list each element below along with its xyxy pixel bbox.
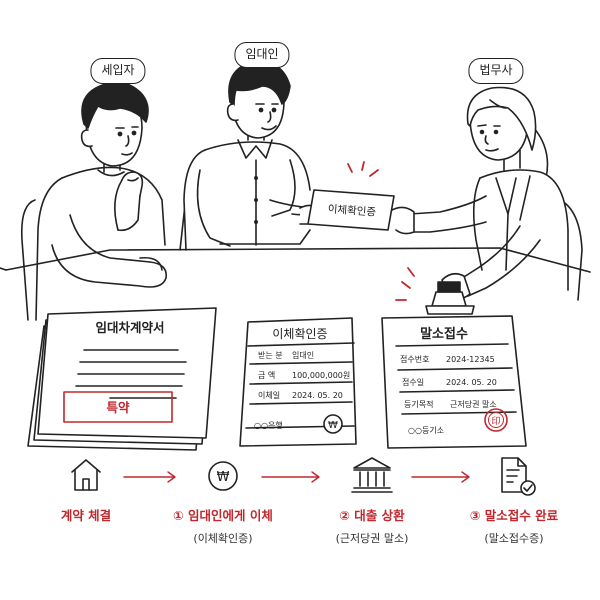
step-transfer: ① 임대인에게 이체 (이체확인증)	[173, 505, 273, 546]
step-label: 계약 체결	[60, 508, 112, 523]
transfer-row-label: 받는 분	[258, 350, 283, 360]
bank-name: ○○은행	[254, 420, 283, 430]
lawyer-figure	[391, 86, 583, 301]
special-clause-box	[63, 391, 173, 423]
house-icon	[71, 459, 101, 491]
cancel-row-value: 근저당권 말소	[450, 399, 497, 409]
won-seal-symbol: ₩	[328, 420, 338, 431]
won-symbol: ₩	[217, 470, 230, 485]
role-label-tenant: 세입자	[90, 58, 146, 84]
transfer-row-value: 임대인	[292, 350, 314, 360]
transfer-row-label: 금 액	[258, 370, 275, 380]
tenant-figure	[20, 81, 167, 321]
landlord-figure	[179, 60, 324, 251]
step-label: ③ 말소접수 완료	[469, 508, 559, 523]
role-label-lawyer: 법무사	[468, 58, 524, 84]
special-clause-label: 특약	[106, 400, 130, 415]
step-loan-repayment: ② 대출 상환 (근저당권 말소)	[336, 505, 409, 546]
handoff-document	[307, 189, 395, 231]
role-label-landlord: 임대인	[234, 42, 290, 68]
step-arrows	[123, 471, 470, 483]
cancel-title: 말소접수	[420, 326, 468, 342]
step-sublabel: (근저당권 말소)	[335, 532, 409, 545]
step-label: ② 대출 상환	[339, 508, 405, 523]
step-contract: 계약 체결	[61, 505, 111, 524]
lease-title: 임대차계약서	[95, 320, 164, 335]
transfer-certificate	[239, 317, 357, 447]
seal-stamp	[425, 281, 475, 315]
step-sublabel: (이체확인증)	[193, 532, 253, 545]
red-seal-mark: 印	[491, 415, 500, 427]
step-sublabel: (말소접수증)	[484, 532, 544, 545]
document-check-icon	[501, 457, 536, 496]
transfer-row-value: 2024. 05. 20	[292, 391, 343, 400]
transfer-row-value: 100,000,000원	[292, 371, 350, 380]
won-coin-icon	[208, 461, 238, 491]
cancel-row-value: 2024. 05. 20	[446, 378, 497, 387]
registry-office: ○○등기소	[408, 426, 444, 435]
cancel-row-label: 접수번호	[400, 354, 429, 364]
cancel-row-label: 등기목적	[404, 399, 433, 409]
step-label: ① 임대인에게 이체	[173, 508, 273, 523]
handoff-document-label: 이체확인증	[327, 202, 376, 218]
transfer-title: 이체확인증	[272, 327, 327, 341]
cancel-row-label: 접수일	[402, 377, 424, 387]
step-cancellation-complete: ③ 말소접수 완료 (말소접수증)	[470, 505, 558, 546]
bank-icon	[351, 457, 393, 493]
cancel-row-value: 2024-12345	[446, 355, 495, 364]
transfer-row-label: 이체일	[258, 390, 280, 400]
